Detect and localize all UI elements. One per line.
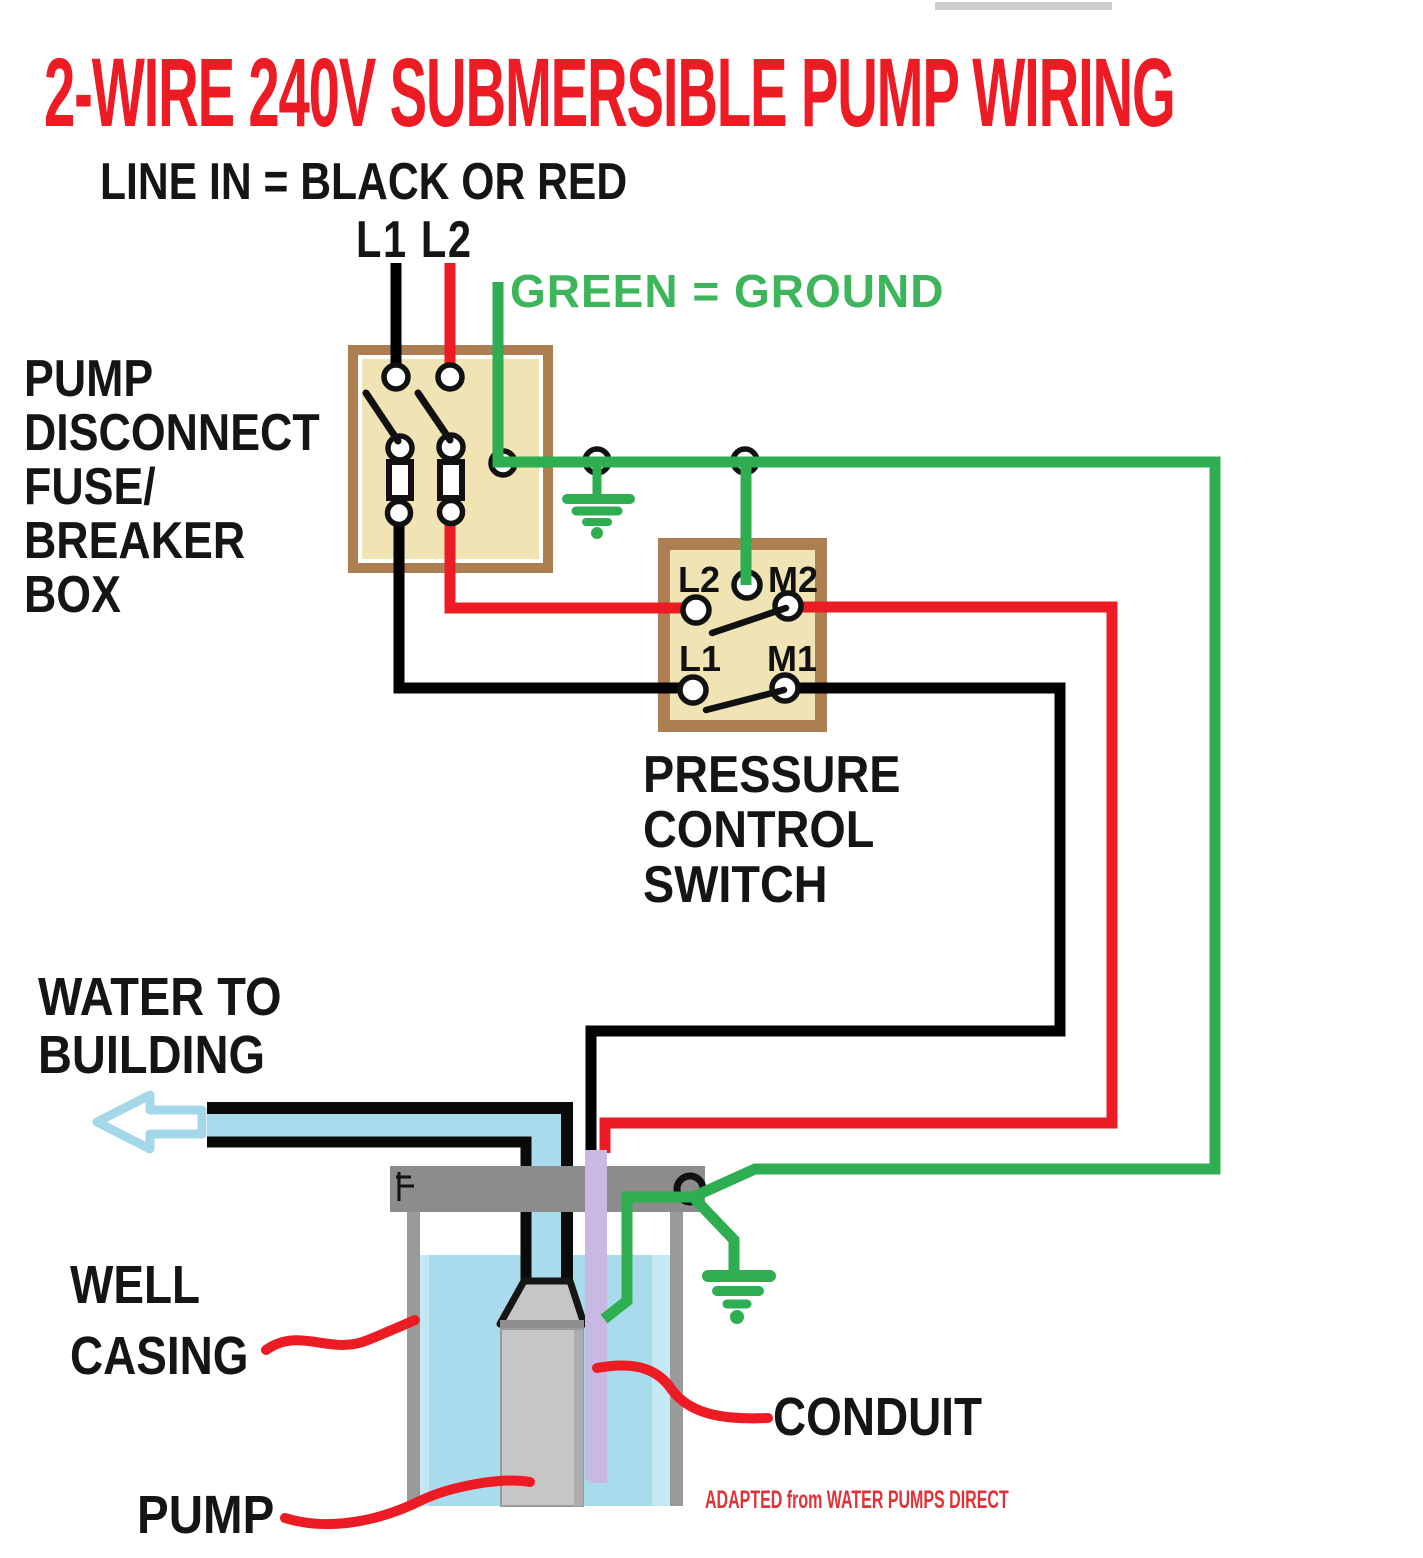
- switch-blade-left: [362, 389, 402, 445]
- fuse-left: [386, 459, 414, 501]
- pressure-switch-label-line: SWITCH: [643, 856, 828, 914]
- disconnect-label-line: BREAKER: [24, 512, 246, 570]
- pump-label: PUMP: [137, 1485, 275, 1545]
- pump-callout-line: [280, 1475, 535, 1530]
- water-to-building-line: BUILDING: [38, 1025, 266, 1085]
- credit-text: ADAPTED from WATER PUMPS DIRECT: [705, 1486, 1009, 1514]
- red-wire-disconnect-to-l2: [444, 519, 685, 614]
- pump-body-shade: [574, 1330, 583, 1506]
- terminal-l2: [680, 594, 712, 626]
- green-wire-into-well: [600, 1191, 693, 1324]
- water-to-building-label: WATER TO BUILDING: [38, 968, 282, 1084]
- green-ground-legend: GREEN = GROUND: [510, 265, 945, 317]
- green-wires: [492, 282, 1221, 1324]
- disconnect-label-line: PUMP: [24, 350, 154, 408]
- terminal-bottom-l2: [436, 497, 466, 527]
- diagram-title: 2-WIRE 240V SUBMERSIBLE PUMP WIRING: [44, 38, 1176, 147]
- ground-dot: [730, 1310, 744, 1324]
- well-casing-label: WELL CASING: [70, 1250, 249, 1392]
- switch-blade-right: [414, 389, 454, 444]
- water-to-building-line: WATER TO: [38, 967, 282, 1027]
- fuse-right: [437, 459, 465, 501]
- conduit-tube-tip: [589, 1455, 607, 1483]
- disconnect-label: PUMP DISCONNECT FUSE/ BREAKER BOX: [24, 352, 320, 622]
- red-wires: [444, 263, 1118, 1153]
- water-flow-arrow-icon: [92, 1090, 207, 1154]
- green-wire-to-earth: [689, 1193, 740, 1270]
- water-pipe-outline-outer: [207, 1102, 573, 1285]
- green-wire-main-run: [492, 282, 1221, 1203]
- water-highlight-left: [420, 1255, 429, 1506]
- terminal-l1: [677, 674, 709, 706]
- callout-lines: [261, 1315, 773, 1530]
- conduit-tube: [585, 1150, 607, 1480]
- well-casing-callout-line: [261, 1315, 420, 1355]
- terminal-top-l2: [435, 362, 465, 392]
- black-wire-disconnect-to-l1: [393, 519, 685, 694]
- terminal-label-m1: M1: [767, 638, 818, 679]
- contact-blade-bottom: [702, 686, 788, 714]
- disconnect-label-line: BOX: [24, 566, 121, 624]
- well-casing-line: WELL: [70, 1255, 201, 1315]
- ground-symbol-top: [562, 494, 635, 539]
- ground-symbol-well: [702, 1270, 776, 1324]
- pressure-switch-internals: [677, 590, 804, 714]
- water-pipe-fill: [207, 1114, 562, 1285]
- black-wire-m1-to-well: [585, 682, 1066, 1153]
- disconnect-label-line: FUSE/: [24, 458, 156, 516]
- pressure-switch-label: PRESSURE CONTROL SWITCH: [643, 748, 900, 913]
- pressure-switch-label-line: CONTROL: [643, 801, 875, 859]
- black-wires: [390, 263, 1066, 1153]
- line-in-legend: LINE IN = BLACK OR RED: [100, 153, 628, 211]
- ground-dot: [591, 527, 603, 539]
- well-assembly: [207, 1102, 707, 1507]
- terminal-label-m2: M2: [768, 559, 819, 600]
- disconnect-label-line: DISCONNECT: [24, 404, 320, 462]
- scan-artifact-bar: [935, 2, 1112, 10]
- well-cap-detail-marks: [396, 1172, 414, 1201]
- red-wire-m2-to-well: [599, 601, 1118, 1153]
- terminal-label-l2: L2: [678, 559, 721, 600]
- terminal-top-l1: [381, 362, 411, 392]
- well-casing-line: CASING: [70, 1326, 249, 1386]
- conduit-callout-line: [592, 1360, 773, 1424]
- well-cap: [390, 1166, 705, 1212]
- pressure-switch-label-line: PRESSURE: [643, 746, 901, 804]
- terminal-bottom-l1: [384, 498, 414, 528]
- conduit-label: CONDUIT: [773, 1387, 983, 1447]
- disconnect-internals: [362, 362, 466, 528]
- well-casing-left-wall: [407, 1212, 420, 1506]
- well-casing-right-wall: [670, 1212, 683, 1506]
- l1-l2-labels: L1 L2: [356, 211, 473, 269]
- terminal-label-l1: L1: [679, 638, 722, 679]
- pump-top-band: [500, 1320, 584, 1329]
- water-pipe-outline-inner: [207, 1136, 532, 1285]
- contact-blade-top: [708, 604, 790, 637]
